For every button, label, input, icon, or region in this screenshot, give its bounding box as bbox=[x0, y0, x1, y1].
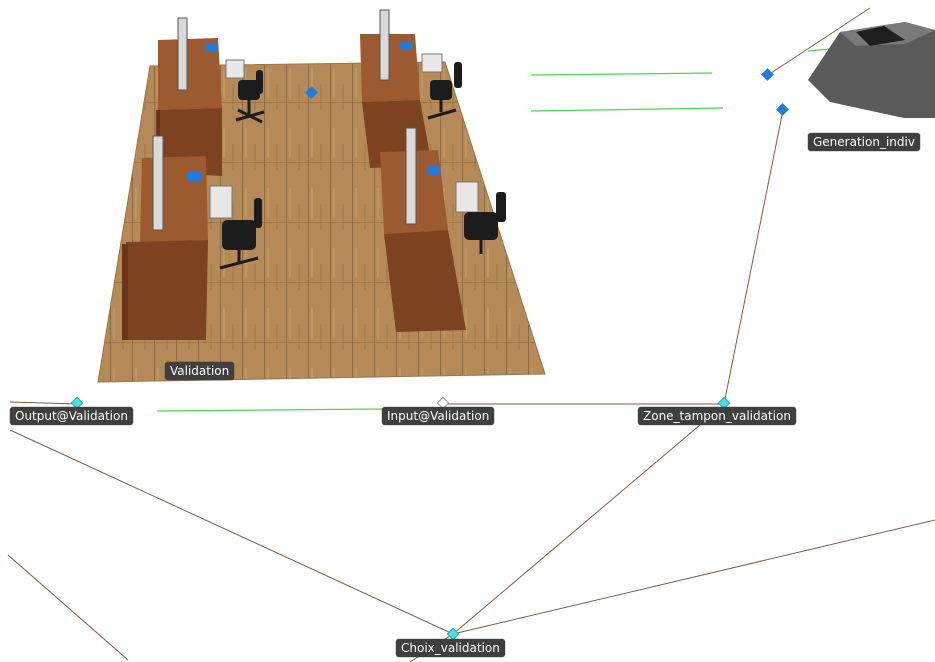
generation-indiv-label[interactable]: Generation_indiv bbox=[808, 133, 920, 151]
generation-machine[interactable] bbox=[808, 22, 935, 118]
output-validation-node bbox=[70, 396, 84, 410]
office-chair bbox=[464, 192, 506, 254]
input-validation-node bbox=[436, 396, 450, 410]
keyboard-tray bbox=[225, 59, 245, 79]
zone-tampon-node bbox=[717, 396, 731, 410]
zone-tampon-validation-label[interactable]: Zone_tampon_validation bbox=[638, 407, 796, 425]
desk-bottom-right[interactable] bbox=[380, 127, 466, 332]
keyboard-tray bbox=[209, 185, 233, 219]
generation-input-node bbox=[776, 103, 789, 116]
choix-validation-node bbox=[446, 627, 460, 641]
generation-output-node bbox=[761, 68, 774, 81]
validation-label[interactable]: Validation bbox=[165, 362, 235, 380]
input-validation-label[interactable]: Input@Validation bbox=[382, 407, 495, 425]
validation-anchor-node bbox=[305, 86, 318, 99]
desk-bottom-left[interactable] bbox=[122, 135, 208, 340]
output-validation-label[interactable]: Output@Validation bbox=[10, 407, 133, 425]
office-chair bbox=[427, 62, 462, 120]
keyboard-tray bbox=[455, 181, 479, 213]
office-chair bbox=[219, 198, 262, 270]
desk-top-left[interactable] bbox=[156, 17, 222, 176]
keyboard-tray bbox=[421, 53, 443, 73]
flow-lines bbox=[156, 48, 831, 412]
office-chair bbox=[235, 70, 265, 124]
choix-validation-label[interactable]: Choix_validation bbox=[396, 639, 505, 657]
